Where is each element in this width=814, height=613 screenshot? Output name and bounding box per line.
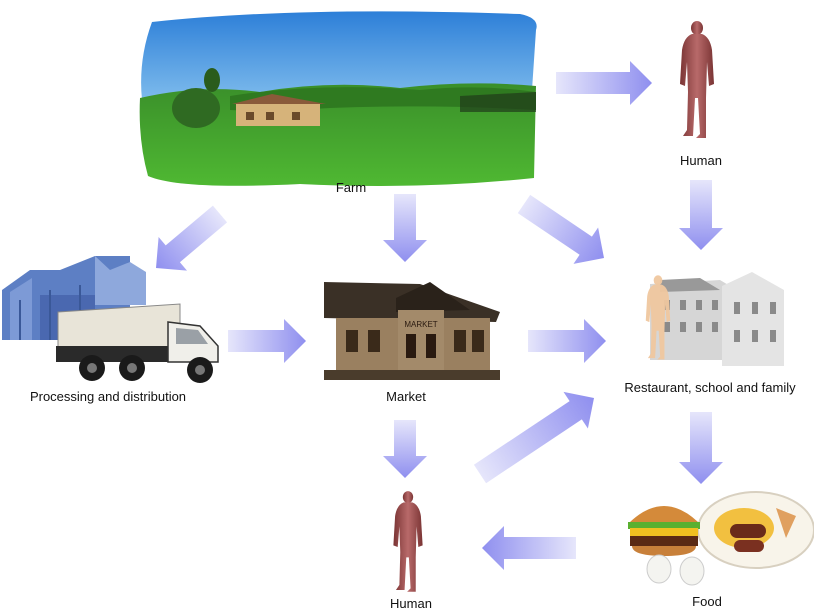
human-top-figure: [680, 21, 714, 138]
arrow-market-to-human-bottom: [383, 420, 427, 478]
human-top-label: Human: [680, 153, 722, 168]
arrow-farm-to-restaurant: [517, 194, 604, 264]
food-label: Food: [692, 594, 722, 609]
farm-image: [139, 11, 537, 187]
restaurant-image: [645, 272, 784, 366]
processing-label: Processing and distribution: [29, 389, 187, 404]
market-image: MARKET: [324, 282, 500, 380]
market-label: Market: [386, 389, 426, 404]
svg-text:MARKET: MARKET: [404, 320, 437, 329]
arrow-food-to-human-bottom: [482, 526, 576, 570]
arrow-human-top-to-restaurant: [679, 180, 723, 250]
arrow-farm-to-market: [383, 194, 427, 262]
arrow-processing-to-market: [228, 319, 306, 363]
arrow-farm-to-processing: [156, 205, 228, 271]
arrow-farm-to-human-top: [556, 61, 652, 105]
farm-label: Farm: [335, 180, 367, 195]
arrow-market-to-restaurant: [528, 319, 606, 363]
arrows-layer: [156, 61, 723, 570]
human-bottom-figure: [393, 491, 423, 592]
arrow-restaurant-to-food: [679, 412, 723, 484]
human-bottom-label: Human: [390, 596, 432, 611]
processing-image: [2, 256, 219, 383]
restaurant-label: Restaurant, school and family: [624, 380, 796, 395]
arrow-human-bottom-to-restaurant: [473, 391, 594, 484]
food-image: [628, 491, 814, 586]
